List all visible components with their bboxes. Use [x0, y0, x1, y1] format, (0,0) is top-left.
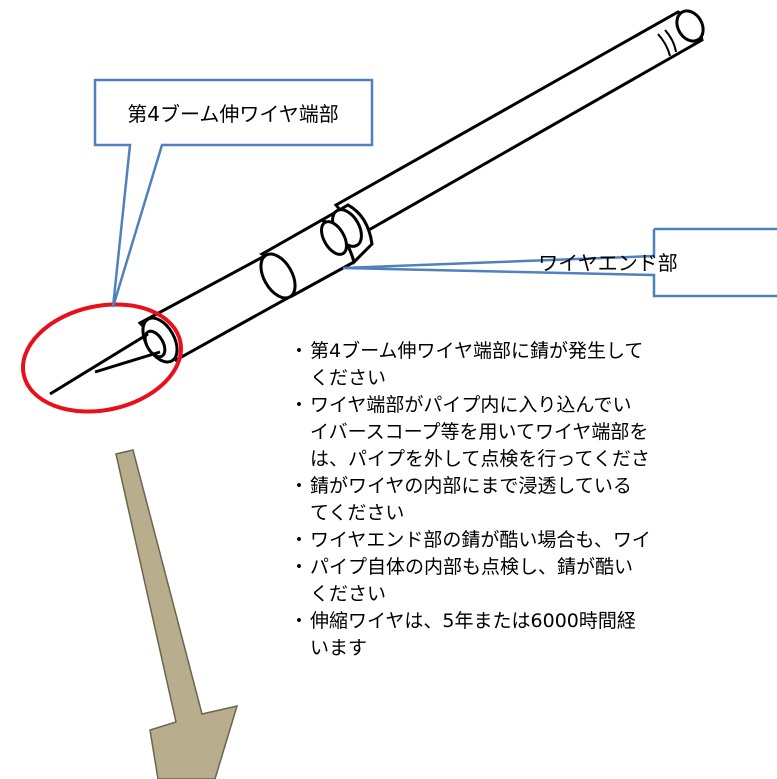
callout-wire-end-label: ワイヤエンド部	[538, 251, 677, 275]
callout-wire-end: ワイヤエンド部	[342, 227, 777, 298]
rod-end-cap	[675, 9, 705, 43]
inspection-notes: ・第4ブーム伸ワイヤ端部に錆が発生してください ・ワイヤ端部がパイプ内に入り込ん…	[288, 338, 777, 779]
note-item: ・パイプ自体の内部も点検し、錆が酷いください	[289, 556, 634, 605]
wire-line-lower	[94, 350, 161, 374]
pipe-assembly	[49, 9, 705, 396]
note-item: ・ワイヤ端部がパイプ内に入り込んでいイバースコープ等を用いてワイヤ端部をは、パイ…	[289, 394, 650, 470]
upper-rod	[333, 10, 704, 237]
down-arrow	[115, 449, 239, 779]
callout-boom-wire-end-label: 第4ブーム伸ワイヤ端部	[127, 102, 339, 126]
callout-boom-wire-end: 第4ブーム伸ワイヤ端部	[93, 78, 374, 308]
note-item: ・錆がワイヤの内部にまで浸透しているてください	[289, 475, 632, 524]
note-item: ・第4ブーム伸ワイヤ端部に錆が発生してください	[289, 340, 644, 389]
note-item: ・伸縮ワイヤは、5年または6000時間経います	[289, 610, 636, 659]
wire-line-upper	[49, 332, 149, 396]
note-item: ・ワイヤエンド部の錆が酷い場合も、ワイ	[289, 529, 651, 551]
highlight-circle	[21, 302, 183, 414]
